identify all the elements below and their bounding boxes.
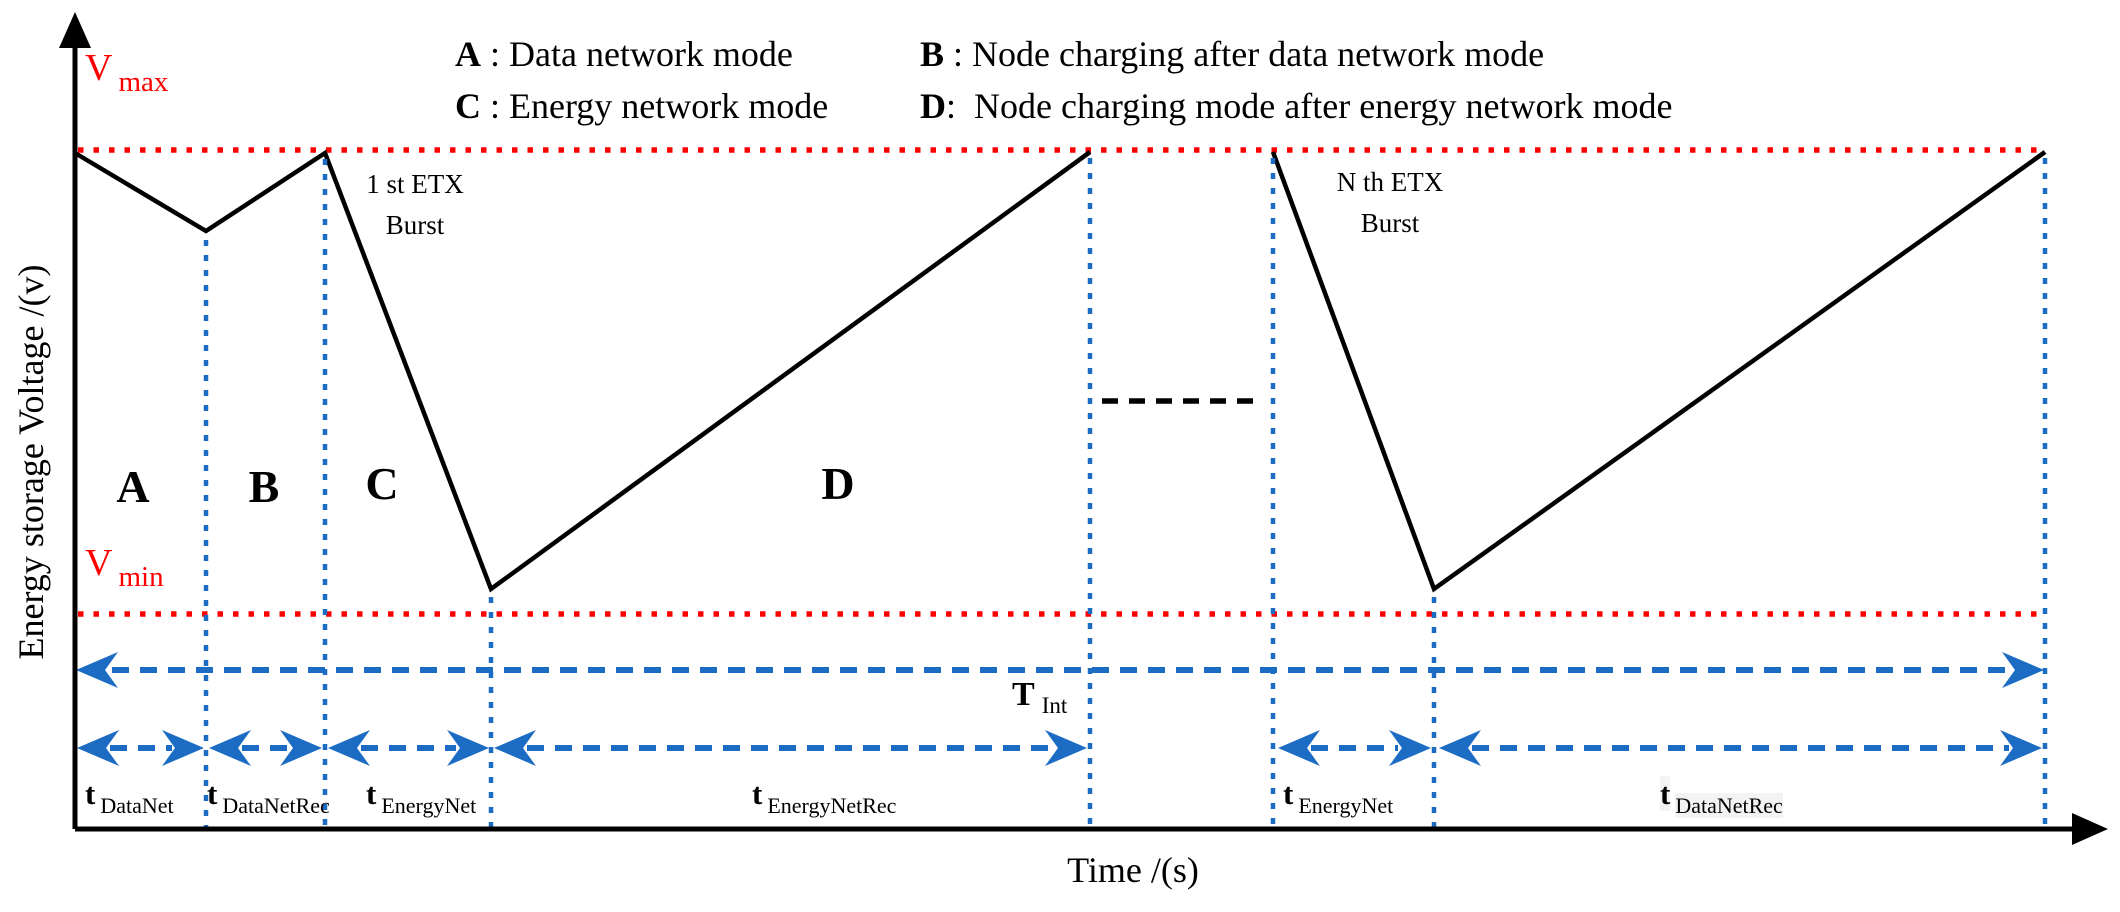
y-axis-label: Energy storage Voltage /(v) [11,264,51,660]
arrowhead-right-icon [1389,730,1431,766]
voltage-waveform-cycleN [1270,150,2047,593]
legend-item-a: A : Data network mode [455,33,793,75]
arrowhead-left-icon [76,652,118,688]
t-datanet-arrow [77,730,204,766]
legend-item-d: D: Node charging mode after energy netwo… [920,85,1672,127]
t-energynet-arrow [328,730,489,766]
x-axis-arrowhead-icon [2072,813,2108,845]
legend-key-c: C [455,86,481,126]
legend-key-d: D [920,86,946,126]
region-label-d: D [821,458,855,509]
t-datanetrec-arrow [209,730,322,766]
arrowhead-right-icon [1045,730,1087,766]
legend-text-a: : Data network mode [481,34,793,74]
arrowhead-left-icon [209,730,251,766]
legend-key-b: B [920,34,945,74]
legend-text-c: : Energy network mode [481,86,829,126]
t-energynet-2-arrow [1278,730,1431,766]
arrowhead-right-icon [2002,652,2044,688]
arrowhead-right-icon [162,730,204,766]
t-int-arrow [76,652,2044,688]
legend-item-b: B : Node charging after data network mod… [920,33,1544,75]
first-etx-burst-label: 1 st ETX Burst [366,169,464,240]
legend-item-c: C : Energy network mode [455,85,828,127]
legend-text-b: : Node charging after data network mode [944,34,1545,74]
nth-etx-burst-label: N th ETX Burst [1336,167,1444,238]
arrowhead-left-icon [494,730,536,766]
legend-key-a: A [455,34,481,74]
region-label-c: C [365,458,399,509]
voltage-waveform-cycle1 [73,149,1092,593]
legend-text-d: : Node charging mode after energy networ… [946,86,1673,126]
arrowhead-left-icon [328,730,370,766]
x-axis-label: Time /(s) [1067,850,1199,890]
region-label-a: A [116,461,150,512]
y-axis-arrowhead-icon [59,12,91,48]
t-datanetrec-2-arrow [1439,730,2042,766]
arrowhead-right-icon [280,730,322,766]
arrowhead-left-icon [77,730,119,766]
arrowhead-left-icon [1278,730,1320,766]
t-energynetrec-arrow [494,730,1087,766]
arrowhead-left-icon [1439,730,1481,766]
region-label-b: B [248,461,280,512]
arrowhead-right-icon [447,730,489,766]
arrowhead-right-icon [2000,730,2042,766]
